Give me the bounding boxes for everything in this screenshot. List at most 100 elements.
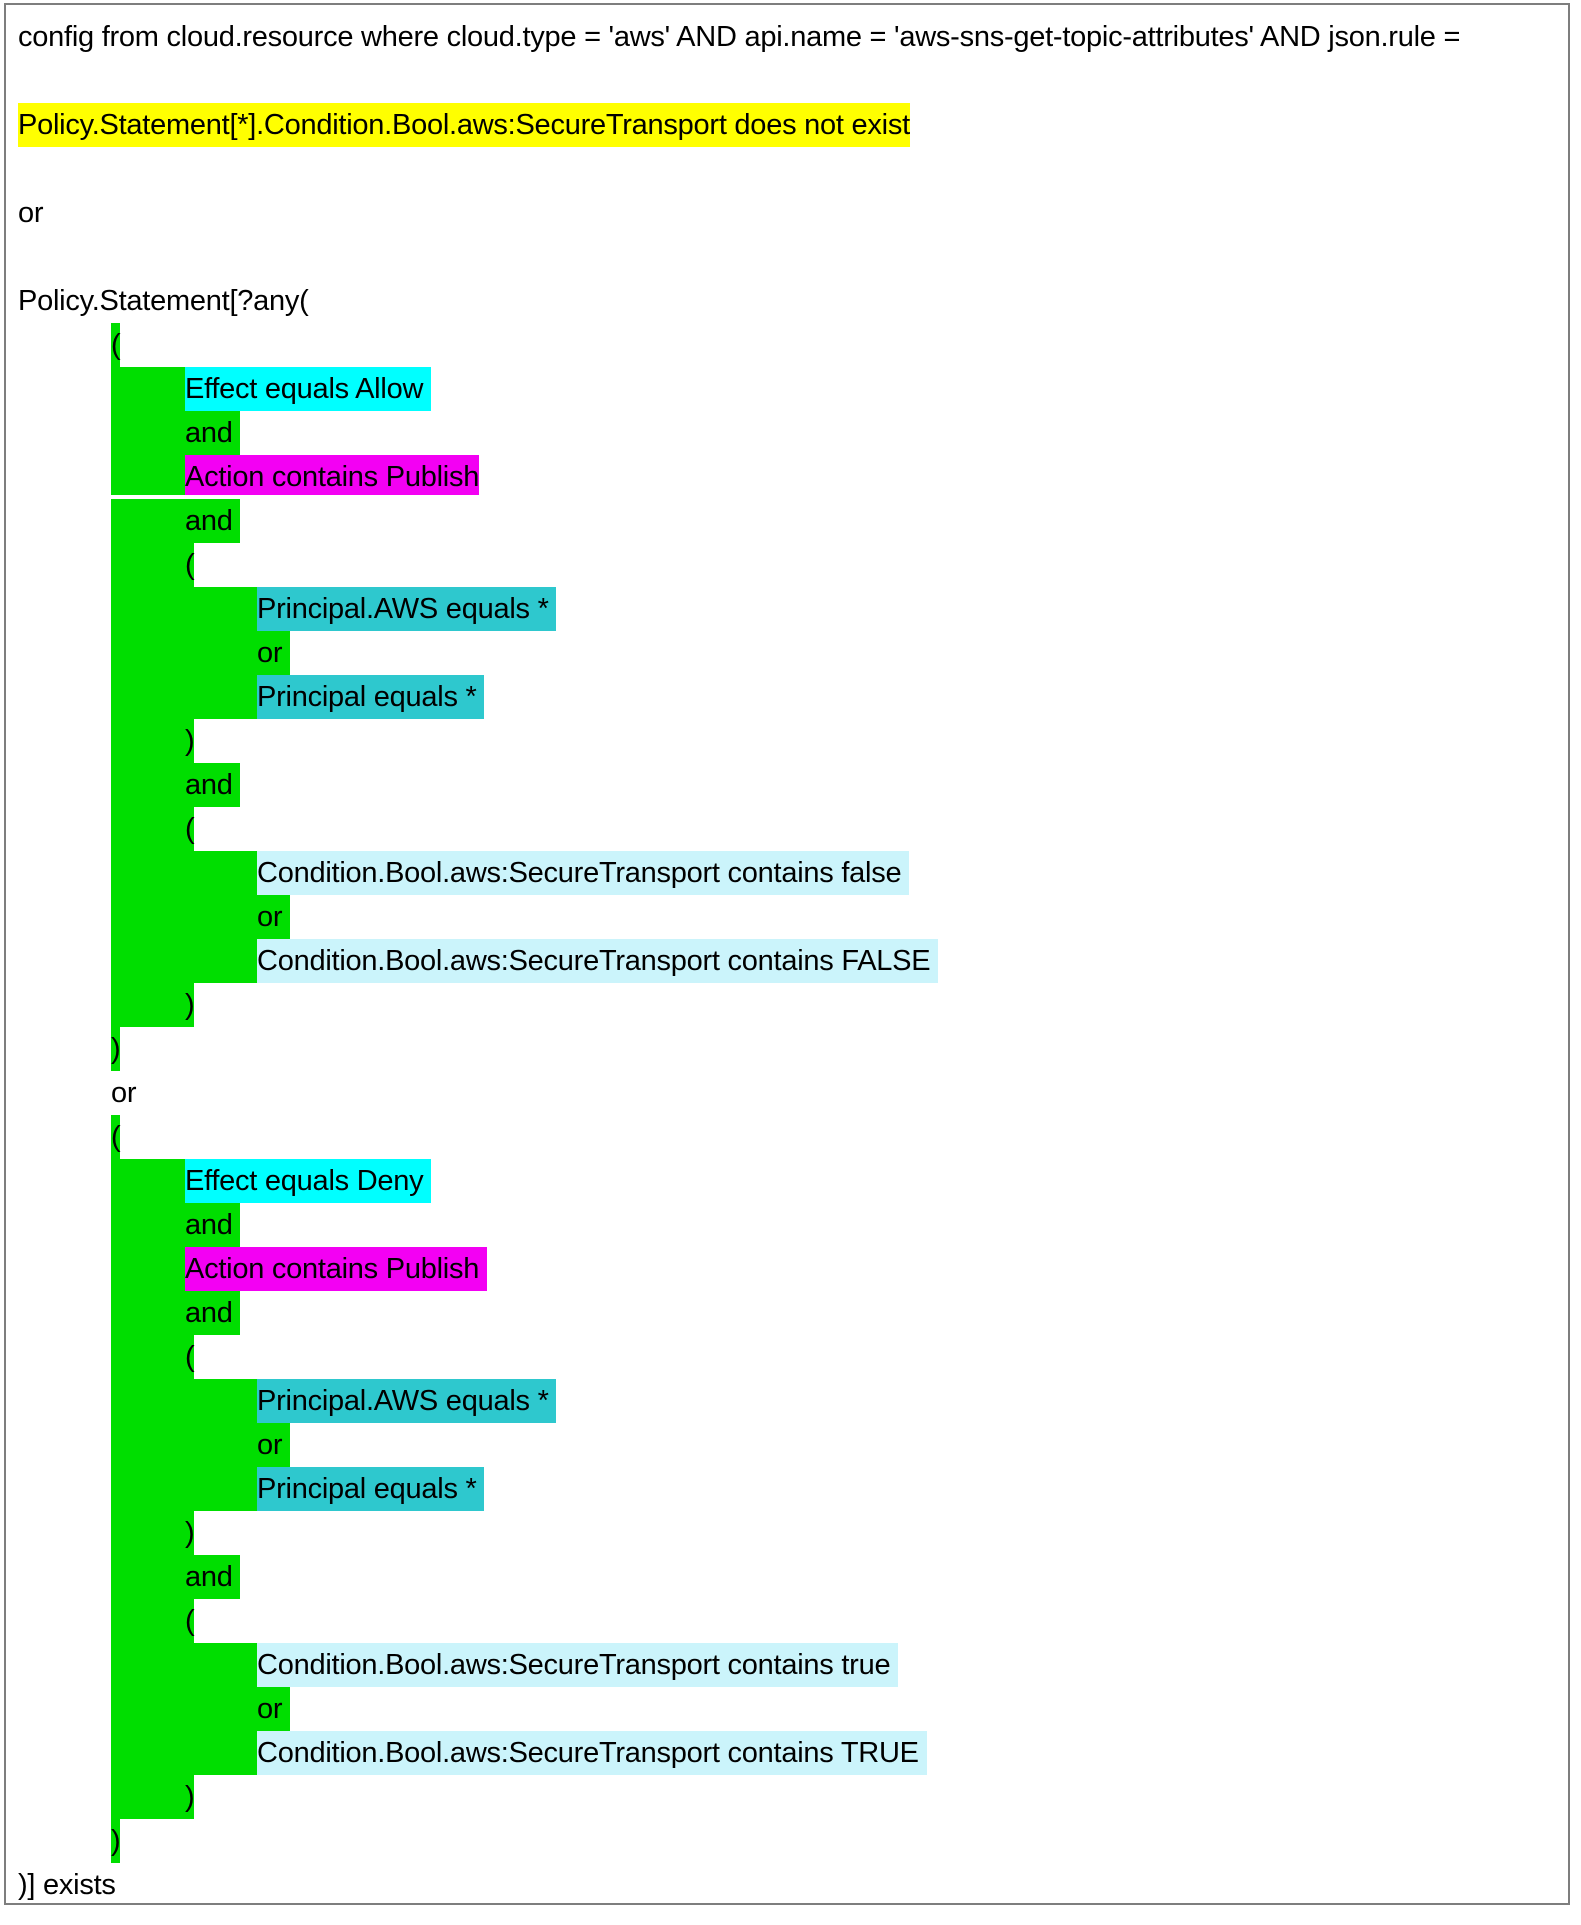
rql-token-teal-highlight: Principal.AWS equals * xyxy=(257,587,557,631)
indent-highlight xyxy=(111,499,185,543)
code-line-32: Principal.AWS equals * xyxy=(6,1379,1568,1423)
code-line-8: ( xyxy=(6,323,1568,367)
indent-highlight xyxy=(111,719,185,763)
rql-token-green-highlight: and xyxy=(185,411,241,455)
code-line-28: and xyxy=(6,1203,1568,1247)
indent-highlight xyxy=(111,983,185,1027)
indent-highlight xyxy=(111,1291,185,1335)
code-line-31: ( xyxy=(6,1335,1568,1379)
indent-highlight xyxy=(111,1731,257,1775)
code-line-15: or xyxy=(6,631,1568,675)
indent-highlight xyxy=(111,1159,185,1203)
rql-token-lightcyan-highlight: Condition.Bool.aws:SecureTransport conta… xyxy=(257,1643,899,1687)
code-line-4 xyxy=(6,147,1568,191)
rql-token-green-highlight: ( xyxy=(185,1599,195,1643)
rql-token-lightcyan-highlight: Condition.Bool.aws:SecureTransport conta… xyxy=(257,1731,927,1775)
rql-token-plain: config from cloud.resource where cloud.t… xyxy=(18,21,1461,53)
indent-highlight xyxy=(111,1643,257,1687)
rql-token-green-highlight: and xyxy=(185,1203,241,1247)
code-line-27: Effect equals Deny xyxy=(6,1159,1568,1203)
indent-highlight xyxy=(111,455,185,495)
indent-highlight xyxy=(111,411,185,455)
rql-token-green-highlight: and xyxy=(185,499,241,543)
indent-highlight xyxy=(111,1599,185,1643)
rql-token-yellow-highlight: Policy.Statement[*].Condition.Bool.aws:S… xyxy=(18,103,910,147)
indent-highlight xyxy=(111,1555,185,1599)
code-line-34: Principal equals * xyxy=(6,1467,1568,1511)
indent-highlight xyxy=(111,675,257,719)
rql-token-green-highlight: ) xyxy=(185,719,195,763)
rql-token-green-highlight: ) xyxy=(111,1027,121,1071)
rql-token-green-highlight: ( xyxy=(111,1115,121,1159)
code-line-14: Principal.AWS equals * xyxy=(6,587,1568,631)
code-line-41: ) xyxy=(6,1775,1568,1819)
rql-token-plain: or xyxy=(18,197,44,229)
code-line-16: Principal equals * xyxy=(6,675,1568,719)
code-line-37: ( xyxy=(6,1599,1568,1643)
code-line-30: and xyxy=(6,1291,1568,1335)
code-line-3: Policy.Statement[*].Condition.Bool.aws:S… xyxy=(6,103,1568,147)
rql-token-cyan-highlight: Effect equals Allow xyxy=(185,367,431,411)
code-line-43: )] exists xyxy=(6,1863,1568,1903)
indent-highlight xyxy=(111,807,185,851)
code-line-29: Action contains Publish xyxy=(6,1247,1568,1291)
code-line-6 xyxy=(6,235,1568,279)
rql-token-green-highlight: and xyxy=(185,763,241,807)
rql-token-magenta-highlight: Action contains Publish xyxy=(185,455,479,495)
rql-token-green-highlight: or xyxy=(257,1687,291,1731)
indent-highlight xyxy=(111,1379,257,1423)
rql-code-block: config from cloud.resource where cloud.t… xyxy=(6,5,1568,1903)
code-line-38: Condition.Bool.aws:SecureTransport conta… xyxy=(6,1643,1568,1687)
rql-token-lightcyan-highlight: Condition.Bool.aws:SecureTransport conta… xyxy=(257,939,939,983)
code-line-7: Policy.Statement[?any( xyxy=(6,279,1568,323)
indent-highlight xyxy=(111,895,257,939)
code-line-35: ) xyxy=(6,1511,1568,1555)
indent-highlight xyxy=(111,851,257,895)
code-line-12: and xyxy=(6,499,1568,543)
rql-token-green-highlight: or xyxy=(257,631,291,675)
code-line-40: Condition.Bool.aws:SecureTransport conta… xyxy=(6,1731,1568,1775)
code-line-36: and xyxy=(6,1555,1568,1599)
indent-highlight xyxy=(111,939,257,983)
code-line-17: ) xyxy=(6,719,1568,763)
indent-highlight xyxy=(111,1423,257,1467)
rql-token-green-highlight: ( xyxy=(185,1335,195,1379)
rql-token-lightcyan-highlight: Condition.Bool.aws:SecureTransport conta… xyxy=(257,851,910,895)
code-line-26: ( xyxy=(6,1115,1568,1159)
code-line-1: config from cloud.resource where cloud.t… xyxy=(6,15,1568,59)
rql-token-green-highlight: and xyxy=(185,1291,241,1335)
code-line-20: Condition.Bool.aws:SecureTransport conta… xyxy=(6,851,1568,895)
code-line-21: or xyxy=(6,895,1568,939)
indent-highlight xyxy=(111,1467,257,1511)
indent-highlight xyxy=(111,1335,185,1379)
code-line-5: or xyxy=(6,191,1568,235)
indent-highlight xyxy=(111,631,257,675)
rql-token-green-highlight: ) xyxy=(111,1819,121,1863)
code-line-23: ) xyxy=(6,983,1568,1027)
code-line-9: Effect equals Allow xyxy=(6,367,1568,411)
rql-token-teal-highlight: Principal.AWS equals * xyxy=(257,1379,557,1423)
code-line-13: ( xyxy=(6,543,1568,587)
code-line-25: or xyxy=(6,1071,1568,1115)
code-line-11: Action contains Publish xyxy=(6,455,1568,499)
rql-token-green-highlight: ( xyxy=(185,543,195,587)
rql-token-green-highlight: ( xyxy=(111,323,121,367)
code-line-33: or xyxy=(6,1423,1568,1467)
indent-highlight xyxy=(111,1687,257,1731)
rql-token-cyan-highlight: Effect equals Deny xyxy=(185,1159,432,1203)
code-line-22: Condition.Bool.aws:SecureTransport conta… xyxy=(6,939,1568,983)
rql-token-green-highlight: ) xyxy=(185,1775,195,1819)
rql-token-plain: Policy.Statement[?any( xyxy=(18,285,309,317)
rql-token-green-highlight: ) xyxy=(185,1511,195,1555)
rql-token-teal-highlight: Principal equals * xyxy=(257,1467,485,1511)
indent-highlight xyxy=(111,763,185,807)
rql-token-green-highlight: or xyxy=(257,895,291,939)
rql-token-green-highlight: and xyxy=(185,1555,241,1599)
indent-highlight xyxy=(111,1511,185,1555)
code-line-19: ( xyxy=(6,807,1568,851)
code-line-2 xyxy=(6,59,1568,103)
rql-token-teal-highlight: Principal equals * xyxy=(257,675,485,719)
indent-highlight xyxy=(111,1247,185,1291)
rql-token-plain: )] exists xyxy=(18,1869,116,1901)
rql-token-green-highlight: or xyxy=(257,1423,291,1467)
